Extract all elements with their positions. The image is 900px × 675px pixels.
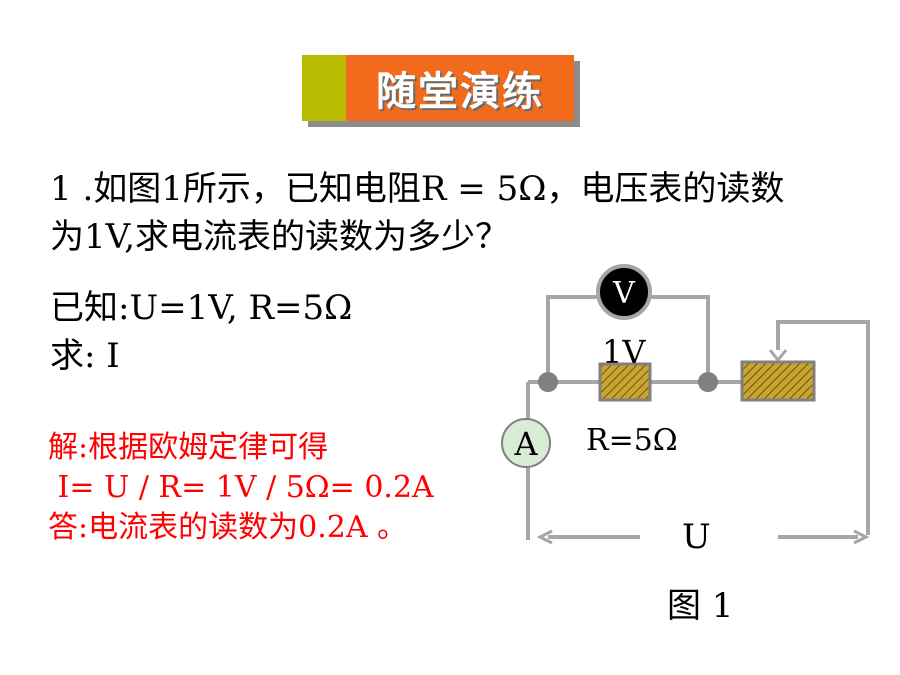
solution-block: 解:根据欧姆定律可得 I= U / R= 1V / 5Ω= 0.2A 答:电流表…	[48, 428, 434, 548]
voltmeter-icon	[596, 264, 652, 320]
solution-line-3: 答:电流表的读数为0.2A 。	[48, 510, 408, 545]
source-voltage-label: U	[682, 517, 711, 557]
banner-body: 随堂演练	[346, 55, 574, 121]
junction-node-left	[538, 372, 558, 392]
circuit-wires	[526, 295, 870, 540]
arrow-right-icon	[853, 529, 870, 545]
wire-voltmeter-right	[650, 295, 710, 382]
banner-accent	[302, 55, 346, 121]
junction-node-right	[698, 372, 718, 392]
arrow-left-icon	[536, 529, 553, 545]
ammeter-icon	[501, 418, 551, 468]
question-text: 1 .如图1所示，已知电阻R = 5Ω，电压表的读数 为1V,求电流表的读数为多…	[50, 165, 880, 261]
section-banner: 随堂演练	[302, 55, 580, 127]
given-line-1: 已知:U=1V, R=5Ω	[50, 288, 353, 328]
given-line-2: 求: I	[50, 336, 120, 376]
resistor-label: R=5Ω	[586, 423, 678, 458]
resistor-r	[598, 362, 652, 402]
given-block: 已知:U=1V, R=5Ω 求: I	[50, 284, 352, 380]
slider-arrow-icon	[768, 349, 788, 363]
solution-line-1: 解:根据欧姆定律可得	[48, 430, 329, 465]
wire-rheostat	[776, 320, 870, 535]
voltmeter-label: V	[612, 276, 636, 311]
ammeter-label: A	[513, 425, 538, 463]
question-line-2: 为1V,求电流表的读数为多少？	[50, 217, 510, 257]
banner-title: 随堂演练	[376, 69, 544, 115]
solution-line-2: I= U / R= 1V / 5Ω= 0.2A	[48, 470, 434, 505]
wire-voltmeter-left	[546, 295, 598, 382]
figure-caption: 图 1	[667, 586, 734, 626]
question-line-1: 1 .如图1所示，已知电阻R = 5Ω，电压表的读数	[50, 169, 785, 209]
rheostat	[740, 360, 816, 402]
voltage-reading: 1V	[602, 333, 646, 371]
